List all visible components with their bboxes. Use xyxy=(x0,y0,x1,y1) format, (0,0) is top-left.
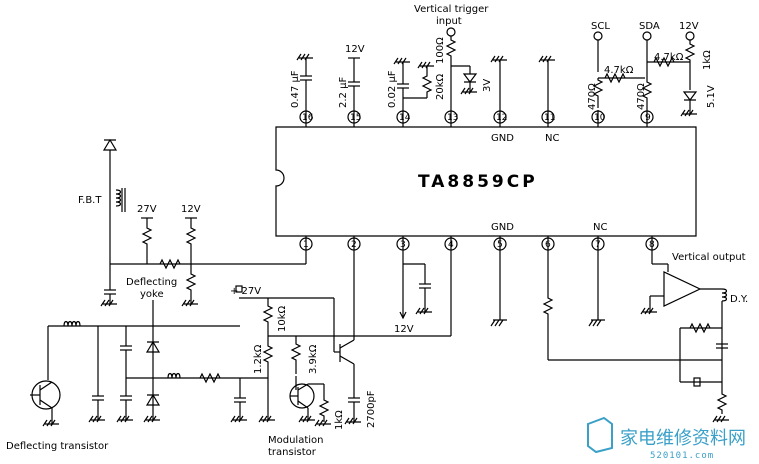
svg-text:4: 4 xyxy=(448,240,454,250)
watermark-sub: 520101.com xyxy=(650,451,714,461)
svg-text:5.1V: 5.1V xyxy=(706,85,717,108)
pin-1: 1 xyxy=(299,236,313,252)
svg-text:470Ω: 470Ω xyxy=(636,83,647,110)
svg-text:0.47 μF: 0.47 μF xyxy=(290,70,301,108)
svg-text:10kΩ: 10kΩ xyxy=(277,305,288,332)
svg-text:100Ω: 100Ω xyxy=(435,37,446,64)
svg-text:2700pF: 2700pF xyxy=(366,390,377,428)
nc-top-label: NC xyxy=(545,133,559,144)
svg-text:Deflecting: Deflecting xyxy=(126,277,177,288)
svg-text:input: input xyxy=(436,16,462,27)
svg-text:F.B.T: F.B.T xyxy=(78,195,102,206)
svg-text:12V: 12V xyxy=(181,204,201,215)
pin3-cap: 12V xyxy=(394,252,432,335)
deflect-network: Deflecting transistor xyxy=(6,320,247,452)
pin-11: 11 xyxy=(541,60,555,127)
svg-text:10: 10 xyxy=(594,113,606,123)
pin-12: 12 xyxy=(493,60,507,127)
svg-text:15: 15 xyxy=(350,113,361,123)
svg-text:SCL: SCL xyxy=(591,21,610,32)
gnd-top-label: GND xyxy=(491,133,514,144)
svg-text:1kΩ: 1kΩ xyxy=(334,410,345,430)
pin-8: 8 xyxy=(645,236,659,252)
svg-text:11: 11 xyxy=(544,113,555,123)
svg-text:1: 1 xyxy=(303,240,309,250)
top-pins: 16 15 14 13 12 11 10 9 xyxy=(299,60,654,127)
svg-text:12: 12 xyxy=(496,113,507,123)
nc-bottom-label: NC xyxy=(593,222,607,233)
pin-4: 4 xyxy=(444,236,458,252)
svg-text:470Ω: 470Ω xyxy=(587,83,598,110)
vertical-output: Vertical output D.Y. xyxy=(542,252,748,423)
pin-5: 5 xyxy=(493,236,507,320)
svg-text:1.2kΩ: 1.2kΩ xyxy=(253,344,264,374)
svg-text:12V: 12V xyxy=(679,21,699,32)
modulation-network: + 27V 10kΩ 1.2kΩ 3.9kΩ xyxy=(230,252,452,458)
svg-text:3.9kΩ: 3.9kΩ xyxy=(308,344,319,374)
ic-body: TA8859CP GND NC GND NC xyxy=(275,126,697,237)
pin-9: 9 xyxy=(640,110,654,127)
ground-symbols xyxy=(490,55,605,327)
pin14-network: 0.02 μF xyxy=(387,57,434,110)
pin13-trigger: Vertical trigger input 100Ω 20kΩ 3V xyxy=(414,4,493,110)
svg-text:D.Y.: D.Y. xyxy=(730,294,748,305)
svg-text:8: 8 xyxy=(649,240,655,250)
svg-text:4.7kΩ: 4.7kΩ xyxy=(604,65,634,76)
svg-text:0.02 μF: 0.02 μF xyxy=(387,70,398,108)
i2c-network: SCL SDA 4.7kΩ 4.7kΩ 12V 1kΩ 5.1V 470Ω 47… xyxy=(587,21,717,117)
watermark-main: 家电维修资料网 xyxy=(620,428,746,449)
svg-text:2: 2 xyxy=(351,240,357,250)
svg-text:Vertical output: Vertical output xyxy=(672,252,746,263)
svg-text:Vertical trigger: Vertical trigger xyxy=(414,4,489,15)
svg-text:6: 6 xyxy=(545,240,551,250)
pin-6: 6 xyxy=(541,236,555,252)
fbt-network: F.B.T 27V 12V Deflecting yoke xyxy=(78,138,307,326)
svg-text:14: 14 xyxy=(399,113,411,123)
svg-text:transistor: transistor xyxy=(268,447,317,458)
ic-name: TA8859CP xyxy=(418,172,538,192)
cap-15: 12V 2.2 μF xyxy=(338,44,365,110)
svg-text:16: 16 xyxy=(302,113,314,123)
pin-14: 14 xyxy=(396,110,411,127)
deflecting-transistor-label: Deflecting transistor xyxy=(6,441,109,452)
svg-text:13: 13 xyxy=(447,113,458,123)
svg-text:3: 3 xyxy=(400,240,406,250)
svg-text:1kΩ: 1kΩ xyxy=(702,50,713,70)
pin-13: 13 xyxy=(444,110,458,127)
svg-text:7: 7 xyxy=(595,240,601,250)
svg-text:3V: 3V xyxy=(482,79,493,92)
cap-16: 0.47 μF xyxy=(290,53,313,110)
svg-text:2.2 μF: 2.2 μF xyxy=(338,77,349,108)
svg-text:4.7kΩ: 4.7kΩ xyxy=(654,52,684,63)
pin-3: 3 xyxy=(396,236,410,252)
pin-15: 15 xyxy=(347,110,361,127)
pin-7: 7 xyxy=(591,236,605,320)
svg-text:SDA: SDA xyxy=(639,21,660,32)
pin-2: 2 xyxy=(347,236,361,252)
svg-text:5: 5 xyxy=(497,240,503,250)
bottom-pins: 1 2 3 4 5 6 7 8 xyxy=(299,236,659,320)
svg-text:20kΩ: 20kΩ xyxy=(435,73,446,100)
svg-text:+ 27V: + 27V xyxy=(230,286,261,297)
svg-text:12V: 12V xyxy=(345,44,365,55)
watermark: 家电维修资料网 520101.com xyxy=(587,416,746,461)
svg-text:27V: 27V xyxy=(137,204,157,215)
svg-text:Modulation: Modulation xyxy=(268,435,324,446)
pin-10: 10 xyxy=(591,110,606,127)
gnd-bottom-label: GND xyxy=(491,222,514,233)
svg-text:9: 9 xyxy=(645,113,651,123)
pin-16: 16 xyxy=(299,110,314,127)
svg-text:yoke: yoke xyxy=(140,289,164,300)
svg-text:12V: 12V xyxy=(394,324,414,335)
